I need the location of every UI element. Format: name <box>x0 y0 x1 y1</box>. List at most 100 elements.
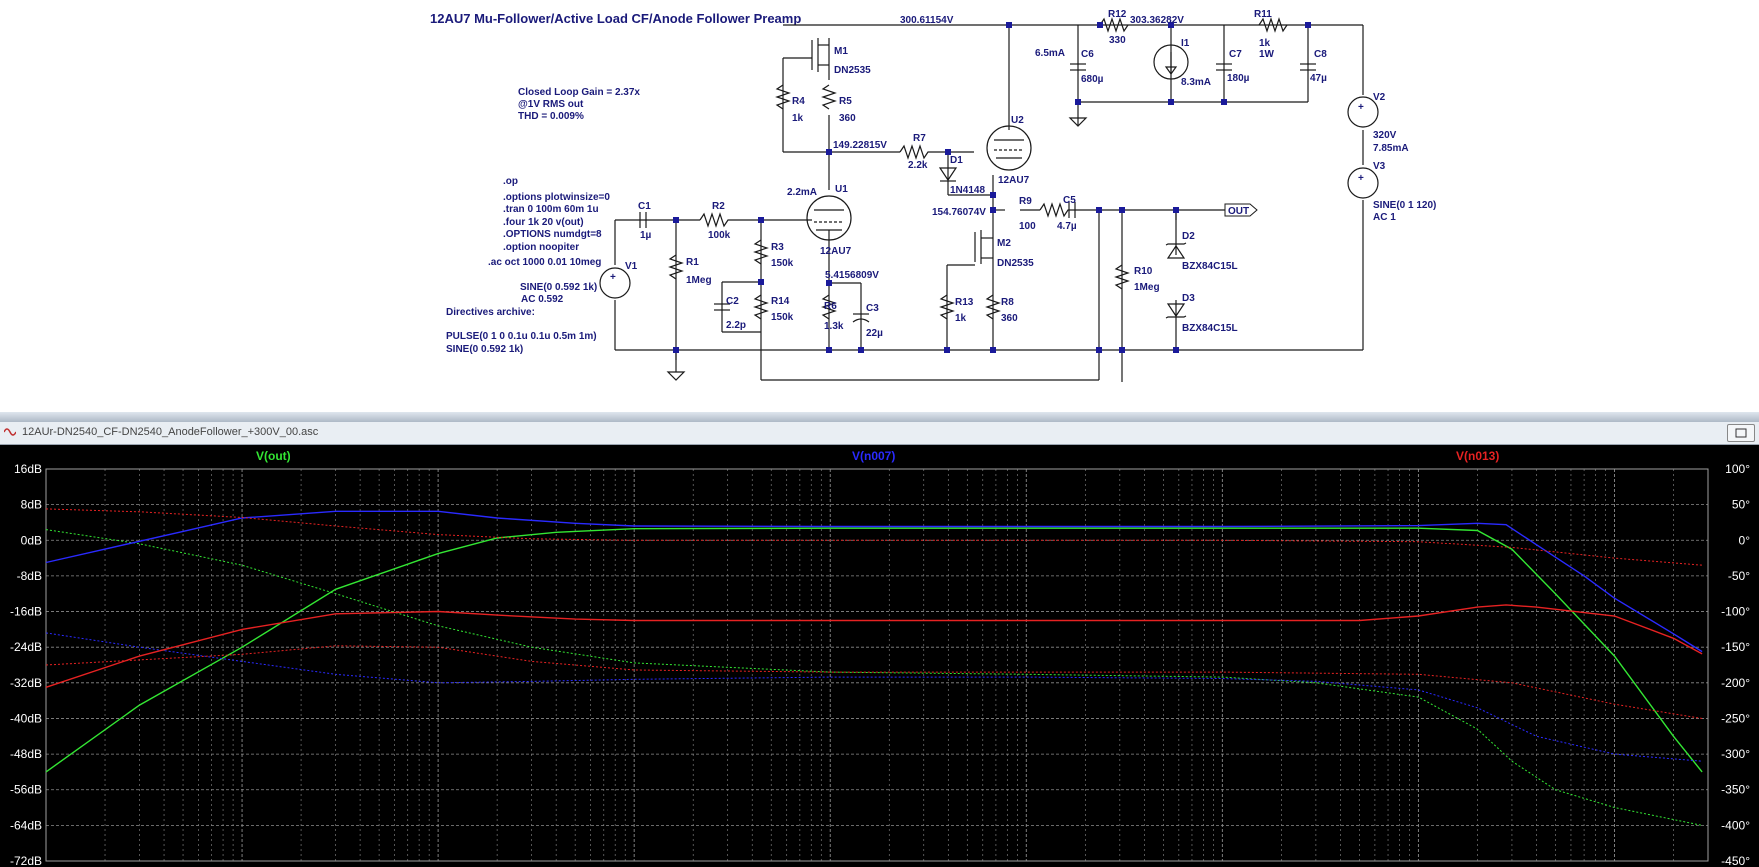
v1-source-value[interactable]: AC 0.592 <box>521 294 564 305</box>
comp-value: 1k <box>792 113 804 124</box>
waveform-window[interactable]: 12AUr-DN2540_CF-DN2540_AnodeFollower_+30… <box>0 422 1759 867</box>
comp-label: C2 <box>726 296 739 307</box>
triode-u2[interactable] <box>986 125 1032 171</box>
resistor-r6[interactable] <box>821 294 837 320</box>
capacitor-c1[interactable] <box>639 212 647 228</box>
diode-d1[interactable] <box>938 167 958 182</box>
y-left-tick-label: -72dB <box>10 854 42 867</box>
capacitor-c7[interactable] <box>1216 63 1232 71</box>
comp-label: R2 <box>712 201 725 212</box>
y-left-tick-label: -24dB <box>10 640 42 654</box>
legend-vn013[interactable]: V(n013) <box>1456 449 1499 463</box>
trace-vn013-phase[interactable] <box>45 645 1703 719</box>
zener-d3[interactable] <box>1165 303 1187 319</box>
y-right-tick-label: -100° <box>1721 605 1750 619</box>
schematic-canvas[interactable]: 12AU7 Mu-Follower/Active Load CF/Anode F… <box>0 0 1759 412</box>
v1-source-value[interactable]: SINE(0 0.592 1k) <box>520 282 597 293</box>
mosfet-m2[interactable] <box>947 230 993 266</box>
out-net-flag[interactable]: OUT <box>1224 203 1258 217</box>
comp-label: R3 <box>771 242 784 253</box>
capacitor-c8[interactable] <box>1300 63 1316 71</box>
bode-plot[interactable]: 16dB8dB0dB-8dB-16dB-24dB-32dB-40dB-48dB-… <box>0 444 1759 867</box>
node-voltage: 154.76074V <box>932 207 986 218</box>
mosfet-m1[interactable] <box>783 38 829 72</box>
trace-vn007-magnitude[interactable] <box>45 510 1703 653</box>
comp-label: U1 <box>835 184 848 195</box>
comp-label: 12AU7 <box>998 175 1030 186</box>
ground-icon <box>666 371 686 381</box>
legend-vout[interactable]: V(out) <box>256 449 291 463</box>
directive[interactable]: .option noopiter <box>503 242 579 253</box>
resistor-r10[interactable] <box>1114 264 1130 290</box>
voltage-source-v3[interactable]: + <box>1347 167 1379 199</box>
comp-label: M1 <box>834 46 848 57</box>
comp-label: U2 <box>1011 115 1024 126</box>
resistor-r8[interactable] <box>985 294 1001 320</box>
resistor-r12[interactable] <box>1099 17 1129 33</box>
resistor-r1[interactable] <box>668 254 684 280</box>
resistor-r9[interactable] <box>1039 202 1075 218</box>
trace-vn013-phase2[interactable] <box>45 508 1703 566</box>
y-right-tick-label: -200° <box>1721 676 1750 690</box>
directive[interactable]: .op <box>503 176 518 187</box>
directive[interactable]: .four 1k 20 v(out) <box>503 217 584 228</box>
comp-label: R12 <box>1108 9 1127 20</box>
resistor-r5[interactable] <box>821 84 837 110</box>
trace-vn007-phase[interactable] <box>45 632 1703 762</box>
y-right-tick-label: -150° <box>1721 640 1750 654</box>
directive[interactable]: .tran 0 100m 60m 1u <box>503 204 599 215</box>
comp-label: R9 <box>1019 196 1032 207</box>
comp-value: 1Meg <box>1134 282 1160 293</box>
y-left-tick-label: -40dB <box>10 711 42 725</box>
svg-text:+: + <box>1358 102 1364 113</box>
archive-line: PULSE(0 1 0 0.1u 0.1u 0.5m 1m) <box>446 331 597 342</box>
resistor-r13[interactable] <box>939 294 955 320</box>
y-right-tick-label: -300° <box>1721 747 1750 761</box>
comp-label: R10 <box>1134 266 1153 277</box>
resistor-r4[interactable] <box>775 84 791 110</box>
trace-vout-magnitude[interactable] <box>45 527 1703 773</box>
voltage-source-v1[interactable]: + <box>599 267 631 299</box>
comp-value: AC 1 <box>1373 212 1396 223</box>
comp-value: 180µ <box>1227 73 1250 84</box>
archive-line: SINE(0 0.592 1k) <box>446 344 523 355</box>
y-left-tick-label: 0dB <box>21 533 42 547</box>
resistor-r7[interactable] <box>899 144 935 160</box>
capacitor-c6[interactable] <box>1070 63 1086 71</box>
capacitor-c3[interactable] <box>852 313 870 323</box>
comp-value: 100 <box>1019 221 1036 232</box>
resistor-r3[interactable] <box>753 239 769 265</box>
directive[interactable]: .options plotwinsize=0 <box>503 192 610 203</box>
comp-value: 47µ <box>1310 73 1327 84</box>
resistor-r11[interactable] <box>1258 17 1288 33</box>
y-left-tick-label: 8dB <box>21 498 42 512</box>
zener-d2[interactable] <box>1165 242 1187 259</box>
waveform-titlebar[interactable]: 12AUr-DN2540_CF-DN2540_AnodeFollower_+30… <box>0 422 1759 445</box>
y-left-tick-label: 16dB <box>14 462 42 476</box>
triode-u1[interactable] <box>806 195 852 241</box>
plot-traces <box>45 508 1703 826</box>
y-right-ticks: 100°50°0°-50°-100°-150°-200°-250°-300°-3… <box>1721 462 1750 867</box>
resistor-r2[interactable] <box>699 212 740 228</box>
voltage-source-v2[interactable]: + <box>1347 96 1379 128</box>
current-label: 7.85mA <box>1373 143 1409 154</box>
legend-vn007[interactable]: V(n007) <box>852 449 895 463</box>
directive[interactable]: .OPTIONS numdgt=8 <box>503 229 602 240</box>
maximize-button[interactable] <box>1727 424 1755 442</box>
current-label: 8.3mA <box>1181 77 1211 88</box>
capacitor-c2[interactable] <box>714 303 730 311</box>
comp-label: D3 <box>1182 293 1195 304</box>
note-line: THD = 0.009% <box>518 111 584 122</box>
comp-value: BZX84C15L <box>1182 261 1238 272</box>
comp-value: 1µ <box>640 230 652 241</box>
trace-vn013-magnitude[interactable] <box>45 604 1703 688</box>
comp-label: R13 <box>955 297 974 308</box>
window-splitter[interactable] <box>0 412 1759 422</box>
trace-vout-phase[interactable] <box>45 529 1703 826</box>
current-source-i1[interactable] <box>1153 44 1189 80</box>
note-line: Closed Loop Gain = 2.37x <box>518 87 640 98</box>
resistor-r14[interactable] <box>753 294 769 320</box>
comp-value: 1.3k <box>824 321 844 332</box>
ac-directive[interactable]: .ac oct 1000 0.01 10meg <box>488 257 601 268</box>
capacitor-c5[interactable] <box>1068 202 1076 218</box>
